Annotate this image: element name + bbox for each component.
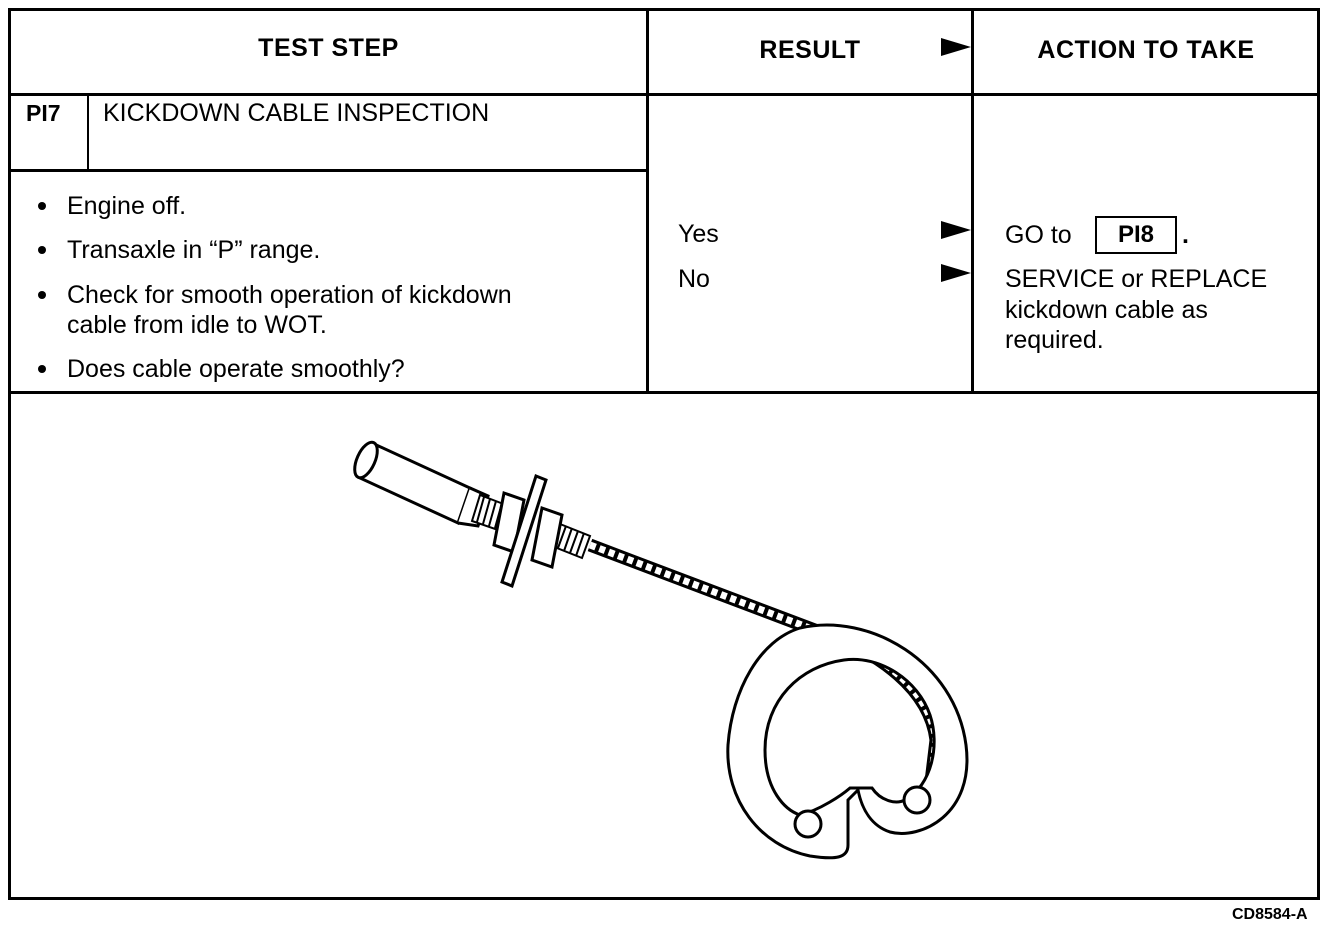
col-divider-2 [971,8,974,393]
action-no-line-2: kickdown cable as [1005,296,1208,324]
goto-step-ref[interactable]: PI8 [1095,216,1177,254]
result-header: RESULT [759,36,861,64]
cam-lever-icon [726,623,969,860]
step-title: KICKDOWN CABLE INSPECTION [103,99,490,127]
figure-divider [8,391,1320,394]
bullet-2: Transaxle in “P” range. [67,236,321,264]
no-arrow-icon [941,264,971,282]
action-no-line-3: required. [1005,326,1104,354]
test-step-header: TEST STEP [258,34,399,62]
col-divider-1 [646,8,649,393]
table-border-left [8,8,11,900]
bullet-icon [38,291,46,299]
nut-icon [492,491,564,569]
bullet-3-line-2: cable from idle to WOT. [67,311,327,339]
header-arrow-icon [941,38,971,56]
action-header: ACTION TO TAKE [1037,36,1255,64]
result-no: No [678,265,710,293]
action-yes-prefix: GO to [1005,221,1072,249]
bullet-3: Check for smooth operation of kickdown [67,281,512,309]
figure-id: CD8584-A [1232,906,1308,923]
table-border-right [1317,8,1320,900]
mounting-bracket-icon [500,474,548,588]
header-divider [8,93,1320,96]
action-no-line-1: SERVICE or REPLACE [1005,265,1268,293]
table-border-top [8,8,1320,11]
table-border-bottom [8,897,1320,900]
yes-arrow-icon [941,221,971,239]
step-title-divider [8,169,648,172]
bullet-4: Does cable operate smoothly? [67,355,405,383]
cable-housing-icon [353,440,490,528]
step-code-divider [87,95,89,170]
bullet-1: Engine off. [67,192,187,220]
bullet-icon [38,365,46,373]
bullet-icon [38,202,46,210]
bullet-icon [38,246,46,254]
step-code: PI7 [26,100,61,126]
action-yes-suffix: . [1182,221,1189,249]
result-yes: Yes [678,220,719,248]
